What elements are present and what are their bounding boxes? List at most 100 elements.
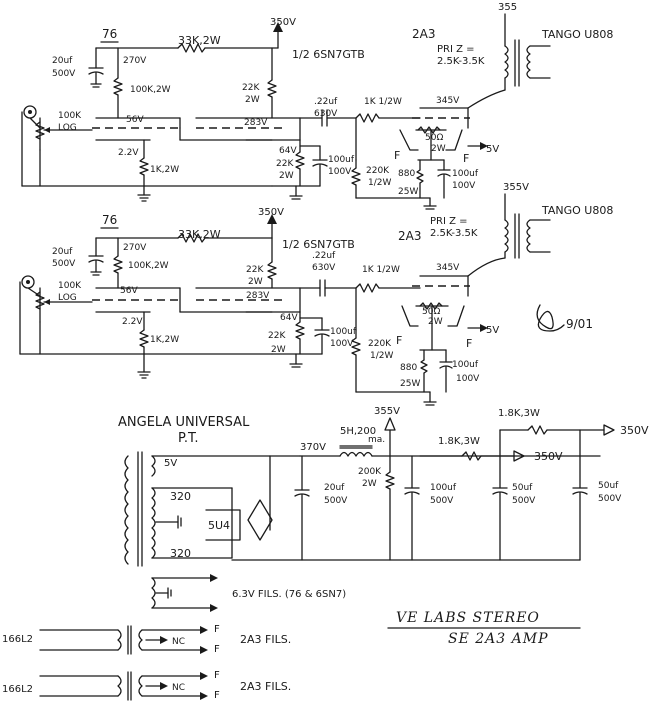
psu-out-main-label: 355V xyxy=(374,406,400,417)
ch2-cap-in-value: 20uf xyxy=(52,247,73,257)
ch1-b-plus-label: 350V xyxy=(270,17,296,28)
ch2-r-plate1-label: 100K,2W xyxy=(128,261,169,271)
fil-xfmr-2-f-bottom: F xyxy=(214,690,220,701)
psu-fil-63-label: 6.3V FILS. (76 & 6SN7) xyxy=(232,589,346,600)
psu-out-b-label: 350V xyxy=(534,450,563,463)
ch1-tube-76-label: 76 xyxy=(102,27,117,41)
ch1-pri-z-label: PRI Z = xyxy=(437,44,475,55)
ch1-cap-bias-rating: 100V xyxy=(452,181,476,191)
ch2-fil-volt-label: 5V xyxy=(486,325,499,336)
ch2-pri-z-label: PRI Z = xyxy=(430,216,468,227)
ch2-fil-label-left: F xyxy=(396,334,402,347)
psu-choke-value: 5H,200 xyxy=(340,426,376,437)
psu-tap-320-top: 320 xyxy=(170,490,191,503)
psu-tap-5v: 5V xyxy=(164,458,177,469)
ch2-pri-z-value: 2.5K-3.5K xyxy=(430,228,478,239)
title-block: VE LABS STEREO SE 2A3 AMP xyxy=(387,610,581,647)
ch1-cap-bias-value: 100uf xyxy=(452,169,479,179)
ch1-cap-cath2-rating: 100V xyxy=(328,167,352,177)
fil-xfmr-2-nc: NC xyxy=(172,683,185,693)
psu-bleed-rating: 2W xyxy=(362,479,377,489)
ch1-cap-in-value: 20uf xyxy=(52,56,73,66)
ch1-r-leak-rating: 1/2W xyxy=(368,178,391,188)
ch2-r-plate2-value: 22K xyxy=(246,265,264,275)
ch2-v-grid1-label: 56V xyxy=(120,286,138,296)
ch1-r-leak-value: 220K xyxy=(366,166,390,176)
psu-choke-rating: ma. xyxy=(368,435,385,445)
ch1-pot-value: 100K xyxy=(58,111,82,121)
psu-cap4-value: 50uf xyxy=(598,481,619,491)
ch1-r-hum-value: 50Ω xyxy=(425,133,443,143)
ch1-driver-label: 1/2 6SN7GTB xyxy=(292,48,365,61)
ch2-cap-bias-rating: 100V xyxy=(456,374,480,384)
psu-cap2-rating: 500V xyxy=(430,496,454,506)
ch2-cap-cath2-value: 100uf xyxy=(330,327,357,337)
psu-cap2-value: 100uf xyxy=(430,483,457,493)
ch1-v-270-label: 270V xyxy=(123,56,147,66)
psu-title: ANGELA UNIVERSAL xyxy=(118,415,250,430)
psu-cap1-rating: 500V xyxy=(324,496,348,506)
ch1-v-cath2-label: 64V xyxy=(279,146,297,156)
ch2-r-leak-rating: 1/2W xyxy=(370,351,393,361)
ch2-xfmr-label: TANGO U808 xyxy=(541,204,613,217)
ch2-r-cath1-label: 1K,2W xyxy=(150,335,179,345)
ch1-r-bias-value: 880 xyxy=(398,169,415,179)
signature-date: 9/01 xyxy=(566,317,593,331)
ch2-cap-couple-rating: 630V xyxy=(312,263,336,273)
fil-xfmr-1: 166L2 NC F F 2A3 FILS. xyxy=(2,624,291,655)
ch1-r-bias-rating: 25W xyxy=(398,187,418,197)
signature: 9/01 xyxy=(536,304,593,332)
ch1-r-hum-rating: 2W xyxy=(431,144,446,154)
ch2-v-cath1-label: 2.2V xyxy=(122,317,143,327)
fil-xfmr-1-f-bottom: F xyxy=(214,644,220,655)
ch2-r-bias-value: 880 xyxy=(400,363,417,373)
fil-xfmr-1-nc: NC xyxy=(172,637,185,647)
ch2-r-leak-value: 220K xyxy=(368,339,392,349)
ch1-r-grid-label: 1K 1/2W xyxy=(364,97,402,107)
ch1-v-grid1-label: 56V xyxy=(126,115,144,125)
psu-cap3-value: 50uf xyxy=(512,483,533,493)
ch1-v-grid-out-label: 345V xyxy=(436,96,460,106)
ch2-r-plate2-rating: 2W xyxy=(248,277,263,287)
ch2-r-cath2-rating: 2W xyxy=(271,345,286,355)
ch2-v-grid-out-label: 345V xyxy=(436,263,460,273)
ch2-v-270-label: 270V xyxy=(123,243,147,253)
ch1-v-plate2-label: 283V xyxy=(244,118,268,128)
fil-xfmr-2-desc: 2A3 FILS. xyxy=(240,680,291,693)
title-line-2: SE 2A3 AMP xyxy=(448,631,549,647)
psu-rectifier-label: 5U4 xyxy=(208,519,230,532)
ch2-cap-couple-value: .22uf xyxy=(312,251,336,261)
psu-cap1-value: 20uf xyxy=(324,483,345,493)
fil-xfmr-1-f-top: F xyxy=(214,624,220,635)
ch1-r-cath2-value: 22K xyxy=(276,159,294,169)
ch1-cap-couple-value: .22uf xyxy=(314,97,338,107)
ch1-r-plate2-value: 22K xyxy=(242,83,260,93)
ch2-v-plate2-label: 283V xyxy=(246,291,270,301)
ch1-pot-taper: LOG xyxy=(58,123,77,133)
ch2-b-plus-label: 350V xyxy=(258,207,284,218)
ch2-r-grid-label: 1K 1/2W xyxy=(362,265,400,275)
ch2-fil-label-right: F xyxy=(466,337,472,350)
fil-xfmr-1-desc: 2A3 FILS. xyxy=(240,633,291,646)
channel-2: 76 33K,2W 350V 1/2 6SN7GTB 2A3 PRI Z = 2… xyxy=(19,182,613,406)
ch1-cap-in-rating: 500V xyxy=(52,69,76,79)
ch1-r-cath1-label: 1K,2W xyxy=(150,165,179,175)
ch2-pot-taper: LOG xyxy=(58,293,77,303)
ch1-fil-label-right: F xyxy=(463,152,469,165)
psu-rdrop-a-label: 1.8K,3W xyxy=(498,408,540,419)
psu-v-rect-label: 370V xyxy=(300,442,326,453)
psu-out-a-label: 350V xyxy=(620,424,649,437)
title-line-1: VE LABS STEREO xyxy=(396,610,540,626)
ch2-r-hum-value: 50Ω xyxy=(422,307,440,317)
ch1-r-cath2-rating: 2W xyxy=(279,171,294,181)
ch1-xfmr-label: TANGO U808 xyxy=(541,28,613,41)
ch1-pri-z-value: 2.5K-3.5K xyxy=(437,56,485,67)
ch2-r-bias-rating: 25W xyxy=(400,379,420,389)
ch1-b-plus-out-label: 355 xyxy=(498,2,517,13)
ch1-r-plate1-label: 100K,2W xyxy=(130,85,171,95)
ch2-cap-in-rating: 500V xyxy=(52,259,76,269)
ch2-driver-label: 1/2 6SN7GTB xyxy=(282,238,355,251)
psu-subtitle: P.T. xyxy=(178,431,198,446)
psu-cap4-rating: 500V xyxy=(598,494,622,504)
